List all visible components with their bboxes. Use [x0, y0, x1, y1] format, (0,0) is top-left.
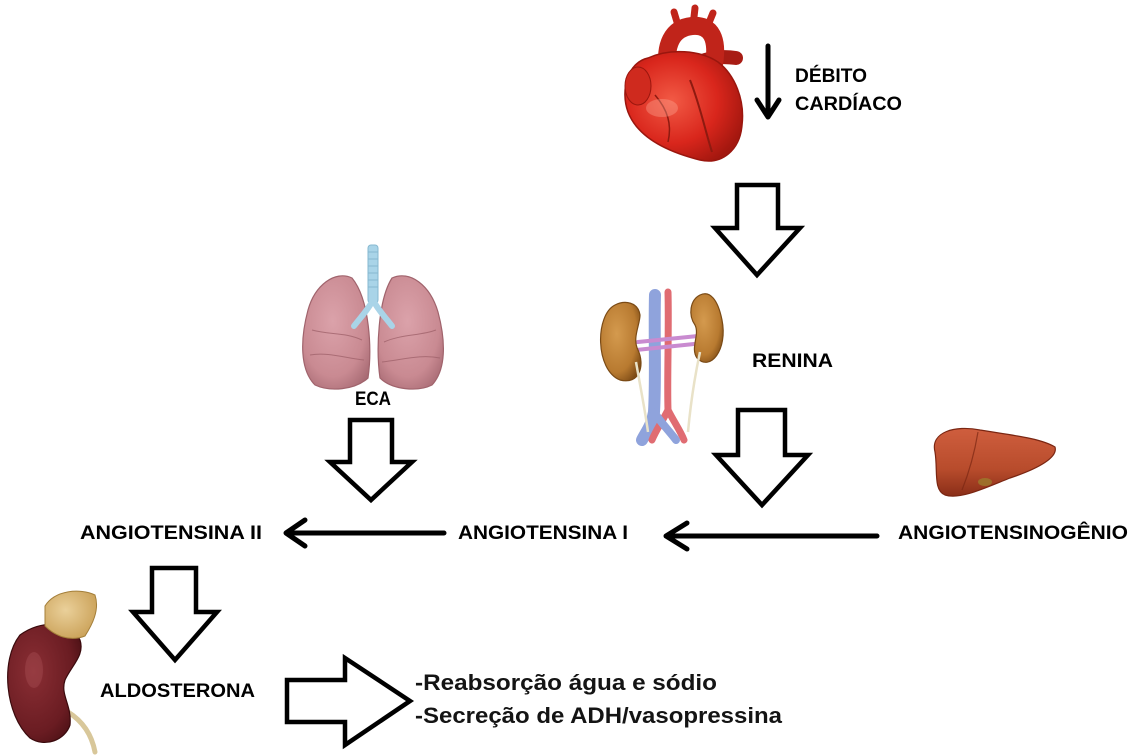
angiotensina-i-label: ANGIOTENSINA I [458, 523, 628, 544]
adrenal-gland [45, 591, 97, 638]
right-arrow-to-effects [287, 658, 410, 745]
down-arrow-to-aldosterona [133, 568, 217, 660]
decrease-arrow-icon [757, 46, 779, 117]
liver-body [934, 428, 1055, 496]
arrow-angiotensinogenio-to-i [666, 523, 877, 549]
liver-icon [934, 428, 1055, 496]
heart-branch-vessels [674, 8, 713, 32]
down-arrow-eca [330, 420, 412, 500]
aldosterona-label: ALDOSTERONA [100, 681, 255, 702]
heart-right-atrium [625, 67, 651, 105]
kidney-highlight [25, 652, 43, 688]
gallbladder [978, 478, 992, 486]
debito-label: DÉBITO [795, 65, 867, 87]
down-arrow-heart-to-kidney [715, 185, 800, 275]
heart-icon [625, 8, 743, 161]
arrow-angiotensina-i-to-ii [286, 520, 444, 546]
eca-label: ECA [355, 389, 391, 410]
kidney-right [691, 294, 723, 363]
lungs-icon [303, 245, 444, 389]
effect-adh-secretion: -Secreção de ADH/vasopressina [415, 703, 783, 728]
renina-label: RENINA [752, 351, 833, 372]
kidneys-icon [601, 292, 724, 440]
angiotensina-ii-label: ANGIOTENSINA II [80, 523, 262, 544]
angiotensinogenio-label: ANGIOTENSINOGÊNIO [898, 522, 1128, 544]
lung-left [303, 276, 370, 389]
adrenal-kidney-body [8, 624, 81, 742]
effect-reabsorption: -Reabsorção água e sódio [415, 670, 717, 695]
ureter [68, 712, 95, 752]
vena-cava [642, 295, 655, 440]
cardiaco-label: CARDÍACO [795, 93, 902, 115]
kidney-left [601, 302, 641, 380]
trachea [368, 245, 378, 303]
down-arrow-renina [716, 410, 808, 505]
heart-highlight [646, 99, 678, 117]
adrenal-kidney-icon [8, 591, 97, 752]
lung-right [378, 276, 443, 389]
